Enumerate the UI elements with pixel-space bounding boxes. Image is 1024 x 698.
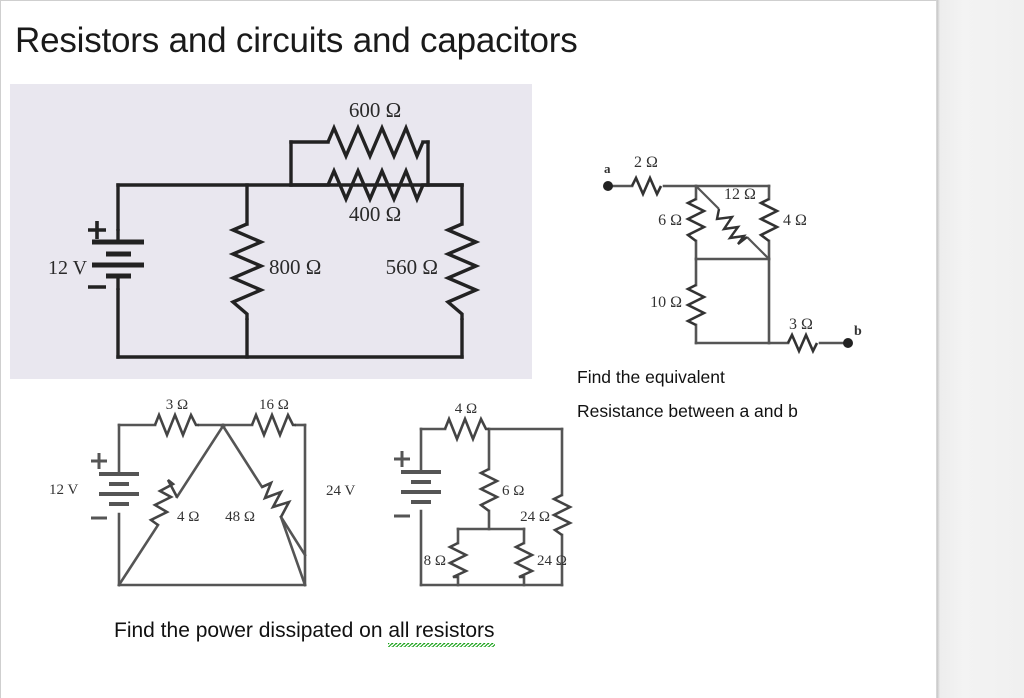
terminal-dot-b [843, 338, 853, 348]
equivalent-resistance-line2: Resistance between a and b [577, 401, 798, 421]
resistor-label-10: 10 Ω [650, 294, 682, 311]
resistor-label-600: 600 Ω [349, 98, 401, 122]
source-label-12v: 12 V [48, 257, 88, 279]
terminal-dot-a [603, 181, 613, 191]
slide-edge-shadow [937, 0, 940, 698]
resistor-label-4ohm: 4 Ω [177, 509, 199, 525]
resistor-label-3: 3 Ω [789, 316, 813, 333]
power-caption-underlined: all resistors [388, 619, 495, 647]
resistor-label-3ohm: 3 Ω [166, 399, 188, 413]
resistor-label-2: 2 Ω [634, 154, 658, 171]
resistor-label-400: 400 Ω [349, 202, 401, 226]
power-dissipated-caption: Find the power dissipated on all resisto… [114, 619, 495, 647]
circuit-diagram-equivalent-resistance-network: a b 2 Ω 6 Ω 4 Ω 12 Ω 10 Ω 3 Ω [586, 137, 876, 362]
resistor-label-8ohm: 8 Ω [424, 553, 446, 569]
circuit-diagram-nested-parallel: 4 Ω 6 Ω 8 Ω 24 Ω 24 Ω 24 V [306, 399, 586, 599]
resistor-label-560: 560 Ω [386, 255, 438, 279]
page-surround [937, 0, 1024, 698]
power-caption-prefix: Find the power dissipated on [114, 619, 389, 642]
resistor-label-6: 6 Ω [658, 212, 682, 229]
resistor-label-4: 4 Ω [783, 212, 807, 229]
equivalent-resistance-line1: Find the equivalent [577, 367, 725, 387]
resistor-label-48ohm: 48 Ω [225, 509, 255, 525]
circuit-diagram-series-parallel-ladder: 600 Ω 400 Ω 800 Ω 560 Ω 12 V [10, 84, 532, 379]
resistor-label-24ohm-right: 24 Ω [520, 509, 550, 525]
terminal-label-a: a [604, 161, 611, 176]
resistor-label-6ohm: 6 Ω [502, 483, 524, 499]
terminal-label-b: b [854, 324, 862, 339]
source-label-24v: 24 V [326, 483, 355, 499]
page-title: Resistors and circuits and capacitors [15, 21, 578, 60]
slide-surface: Resistors and circuits and capacitors [0, 0, 937, 698]
resistor-label-12: 12 Ω [724, 186, 756, 203]
circuit-diagram-triangle-bridge: 3 Ω 16 Ω 4 Ω 48 Ω 12 V [41, 399, 331, 599]
resistor-label-4ohm-top: 4 Ω [455, 401, 477, 417]
source-label-12v-triangle: 12 V [49, 482, 78, 498]
resistor-label-24ohm-inner: 24 Ω [537, 553, 567, 569]
resistor-label-16ohm: 16 Ω [259, 399, 289, 413]
resistor-label-800: 800 Ω [269, 255, 321, 279]
